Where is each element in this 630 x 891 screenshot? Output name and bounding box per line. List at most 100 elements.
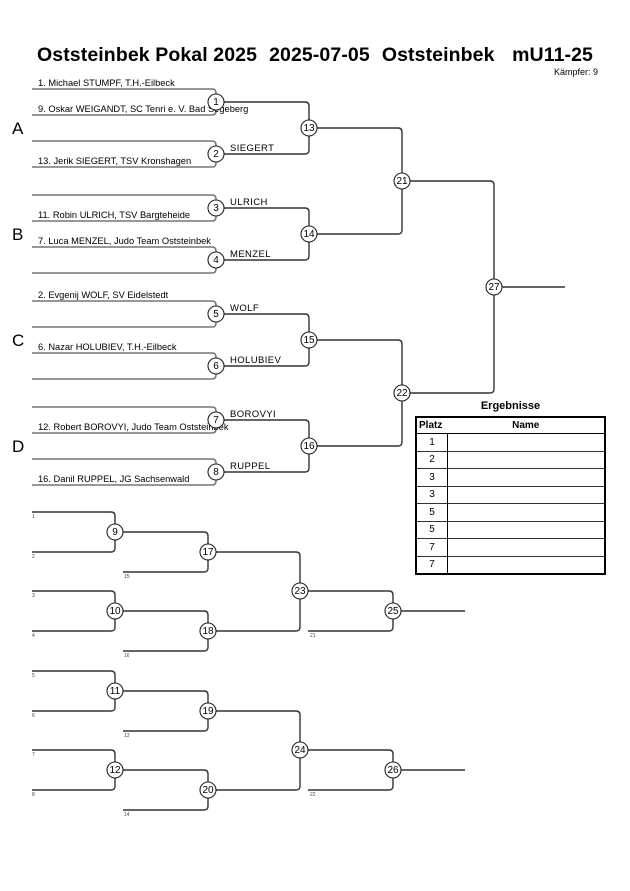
bracket-line bbox=[308, 749, 394, 791]
match-number-circle[interactable] bbox=[384, 602, 402, 620]
result-place: 2 bbox=[416, 450, 448, 469]
match-number-circle[interactable] bbox=[207, 305, 225, 323]
results-row: 3 bbox=[416, 468, 605, 486]
bracket-line bbox=[216, 551, 301, 632]
source-match-ref: 22 bbox=[310, 792, 316, 798]
match-number-circle[interactable] bbox=[106, 682, 124, 700]
source-match-ref: 3 bbox=[32, 593, 35, 599]
match-number: 13 bbox=[303, 123, 315, 134]
match-number: 20 bbox=[202, 785, 214, 796]
competitor-name: 6. Nazar HOLUBIEV, T.H.-Eilbeck bbox=[38, 342, 177, 352]
match-number-circle[interactable] bbox=[207, 199, 225, 217]
source-match-ref: 5 bbox=[32, 673, 35, 679]
bracket-line bbox=[32, 590, 116, 632]
match-number-circle[interactable] bbox=[384, 761, 402, 779]
match-number-circle[interactable] bbox=[199, 543, 217, 561]
bracket-line bbox=[123, 769, 209, 811]
match-number-circle[interactable] bbox=[207, 145, 225, 163]
results-row: 7 bbox=[416, 555, 605, 574]
competitor-name: 11. Robin ULRICH, TSV Bargteheide bbox=[38, 210, 190, 220]
match-winner: RUPPEL bbox=[230, 461, 270, 472]
bracket-line bbox=[32, 300, 217, 328]
match-number-circle[interactable] bbox=[199, 702, 217, 720]
match-number-circle[interactable] bbox=[291, 582, 309, 600]
bracket-line bbox=[123, 610, 209, 652]
match-number-circle[interactable] bbox=[106, 602, 124, 620]
match-number: 27 bbox=[488, 282, 500, 293]
competitor-name: 1. Michael STUMPF, T.H.-Eilbeck bbox=[38, 78, 175, 88]
tournament-location: Oststeinbek bbox=[381, 44, 495, 66]
result-name bbox=[447, 520, 605, 539]
match-number-circle[interactable] bbox=[207, 251, 225, 269]
bracket-line bbox=[32, 749, 116, 791]
match-number: 23 bbox=[294, 586, 306, 597]
result-place: 7 bbox=[416, 538, 448, 556]
match-number-circle[interactable] bbox=[199, 622, 217, 640]
competitor-name: 2. Evgenij WOLF, SV Eidelstedt bbox=[38, 290, 169, 300]
match-number-circle[interactable] bbox=[199, 781, 217, 799]
match-number: 19 bbox=[202, 706, 214, 717]
match-number: 12 bbox=[109, 765, 121, 776]
results-row: 2 bbox=[416, 450, 605, 469]
source-match-ref: 1 bbox=[32, 514, 35, 520]
competitor-name: 12. Robert BOROVYI, Judo Team Oststeinbe… bbox=[38, 422, 229, 432]
results-header-row: Platz Name bbox=[416, 417, 605, 434]
source-match-ref: 8 bbox=[32, 792, 35, 798]
pool-label: D bbox=[12, 437, 24, 456]
match-number-circle[interactable] bbox=[300, 331, 318, 349]
source-match-ref: 15 bbox=[124, 574, 130, 580]
match-number-circle[interactable] bbox=[291, 741, 309, 759]
match-number: 1 bbox=[213, 97, 219, 108]
result-name bbox=[447, 555, 605, 574]
result-place: 7 bbox=[416, 555, 448, 574]
bracket-line bbox=[32, 511, 116, 553]
results-col-place: Platz bbox=[416, 417, 448, 434]
source-match-ref: 7 bbox=[32, 752, 35, 758]
match-number-circle[interactable] bbox=[106, 523, 124, 541]
fighter-count-value: 9 bbox=[592, 67, 598, 77]
pool-label: B bbox=[12, 225, 23, 244]
match-number-circle[interactable] bbox=[393, 172, 411, 190]
match-number-circle[interactable] bbox=[207, 357, 225, 375]
result-name bbox=[447, 538, 605, 556]
match-number: 17 bbox=[202, 547, 214, 558]
match-number-circle[interactable] bbox=[485, 278, 503, 296]
tournament-date: 2025-07-05 bbox=[269, 44, 370, 66]
bracket-line bbox=[123, 531, 209, 573]
match-number-circle[interactable] bbox=[207, 463, 225, 481]
match-number: 26 bbox=[387, 765, 399, 776]
competitor-name: 7. Luca MENZEL, Judo Team Oststeinbek bbox=[38, 236, 211, 246]
match-number: 5 bbox=[213, 309, 219, 320]
match-number: 2 bbox=[213, 149, 219, 160]
pool-label: C bbox=[12, 331, 24, 350]
match-number: 25 bbox=[387, 606, 399, 617]
match-number-circle[interactable] bbox=[300, 119, 318, 137]
match-number-circle[interactable] bbox=[300, 225, 318, 243]
match-number: 22 bbox=[396, 388, 408, 399]
match-number: 8 bbox=[213, 467, 219, 478]
competitor-name: 16. Danil RUPPEL, JG Sachsenwald bbox=[38, 474, 189, 484]
results-row: 5 bbox=[416, 520, 605, 539]
match-number-circle[interactable] bbox=[300, 437, 318, 455]
match-number-circle[interactable] bbox=[106, 761, 124, 779]
result-name bbox=[447, 503, 605, 521]
match-number-circle[interactable] bbox=[207, 93, 225, 111]
match-number-circle[interactable] bbox=[207, 411, 225, 429]
results-title: Ergebnisse bbox=[480, 400, 541, 412]
match-winner: HOLUBIEV bbox=[230, 355, 282, 366]
result-name bbox=[447, 485, 605, 504]
results-row: 3 bbox=[416, 485, 605, 504]
bracket-line bbox=[410, 180, 495, 394]
result-place: 5 bbox=[416, 520, 448, 539]
match-number-circle[interactable] bbox=[393, 384, 411, 402]
source-match-ref: 21 bbox=[310, 633, 316, 639]
source-match-ref: 16 bbox=[124, 653, 130, 659]
source-match-ref: 6 bbox=[32, 713, 35, 719]
bracket-line bbox=[32, 352, 217, 380]
source-match-ref: 14 bbox=[124, 812, 130, 818]
match-number: 7 bbox=[213, 415, 219, 426]
